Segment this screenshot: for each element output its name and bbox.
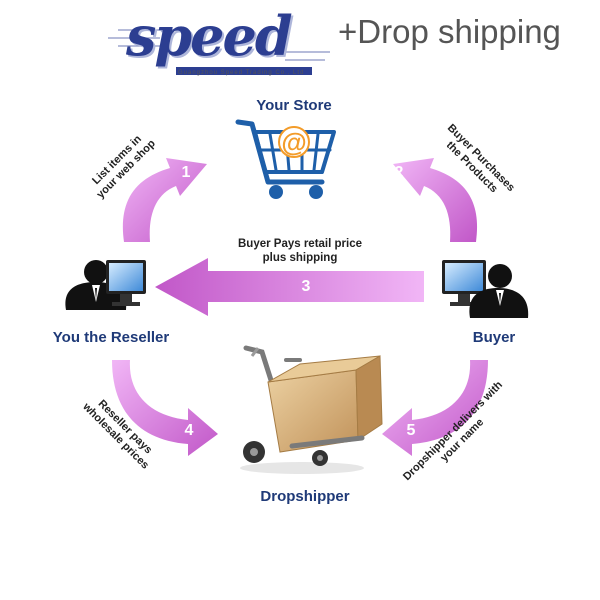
svg-text:@: @	[281, 127, 306, 157]
reseller-label: You the Reseller	[52, 329, 170, 346]
step-3-caption: Buyer Pays retail price plus shipping	[238, 237, 362, 265]
left-arrow-icon-step-3	[155, 258, 424, 316]
step-number-2: 2	[394, 164, 404, 181]
step-3-caption-line-2: plus shipping	[262, 252, 338, 264]
businessman-computer-icon-reseller	[65, 260, 146, 310]
step-number-3: 3	[301, 278, 311, 295]
hand-truck-box-icon	[240, 345, 383, 474]
step-number-4: 4	[184, 422, 194, 439]
logo-underline-bar	[176, 67, 312, 75]
at-sign-icon: @	[278, 126, 310, 158]
step-number-5: 5	[406, 422, 416, 439]
curved-arrow-icon-step-4	[112, 360, 218, 456]
dropshipper-label: Dropshipper	[260, 488, 350, 505]
logo-speed-lines	[108, 29, 330, 61]
curved-arrow-icon-step-5	[382, 360, 488, 456]
logo-subtitle: Guangzhou Speed Trading Co., Ltd	[178, 70, 305, 76]
your-store-label: Your Store	[256, 97, 332, 114]
drop-shipping-title: +Drop shipping	[338, 13, 561, 50]
curved-arrow-icon-step-1	[122, 158, 207, 242]
buyer-label: Buyer	[472, 329, 516, 346]
curved-arrow-icon-step-2	[393, 158, 478, 242]
businessman-computer-icon-buyer	[442, 260, 529, 318]
step-3-caption-line-1: Buyer Pays retail price	[237, 238, 363, 250]
speed-logo: speed	[126, 4, 293, 68]
step-number-1: 1	[181, 164, 191, 181]
